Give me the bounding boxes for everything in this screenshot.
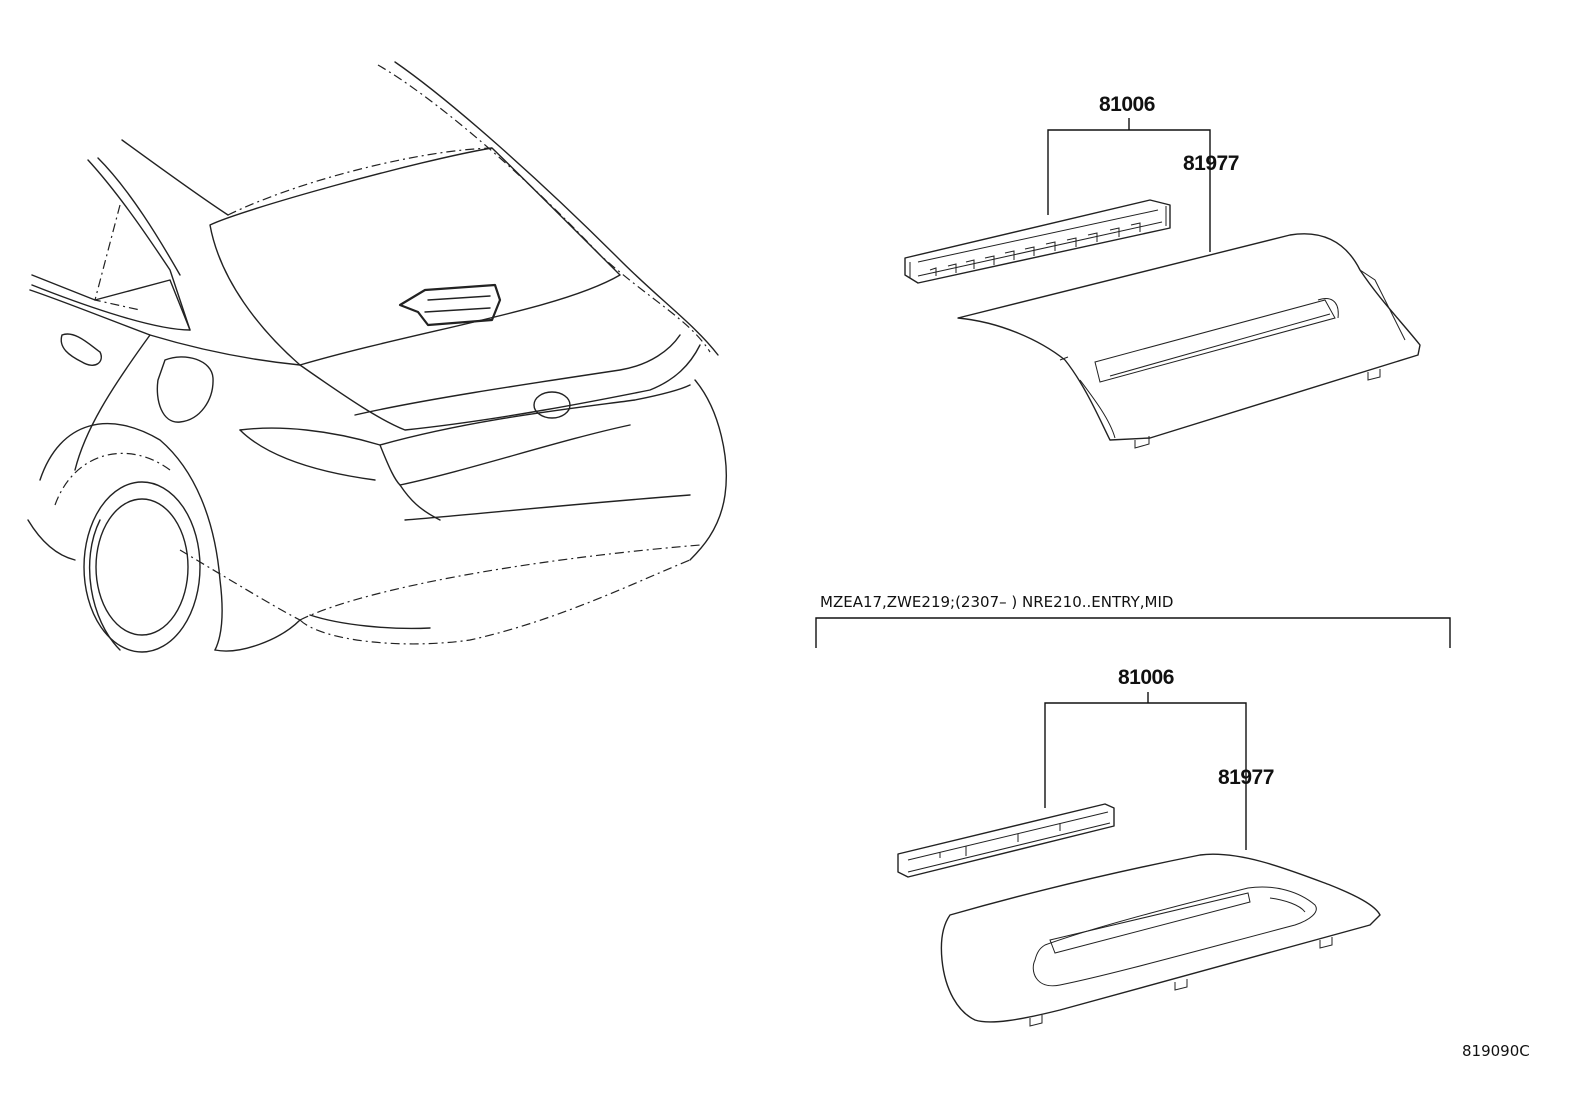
upper-part-number-assembly: 81006	[1099, 93, 1155, 116]
vehicle-rear-view-icon	[27, 61, 727, 653]
high-mount-stop-lamp-assembly-icon	[897, 803, 1115, 878]
illustration-reference-number: 819090C	[1462, 1042, 1530, 1060]
lower-part-number-assembly: 81006	[1118, 666, 1174, 689]
stop-lamp-cover-icon	[940, 853, 1381, 1027]
upper-group: 81006 81977	[904, 93, 1421, 449]
applicability-bracket	[815, 617, 1451, 648]
upper-part-number-cover: 81977	[1183, 152, 1239, 175]
high-mount-stop-lamp-assembly-icon	[904, 199, 1171, 284]
lower-group: 81006 81977	[897, 666, 1381, 1027]
applicability-note: MZEA17,ZWE219;(2307– ) NRE210..ENTRY,MID	[820, 593, 1173, 611]
stop-lamp-cover-icon	[957, 233, 1421, 449]
